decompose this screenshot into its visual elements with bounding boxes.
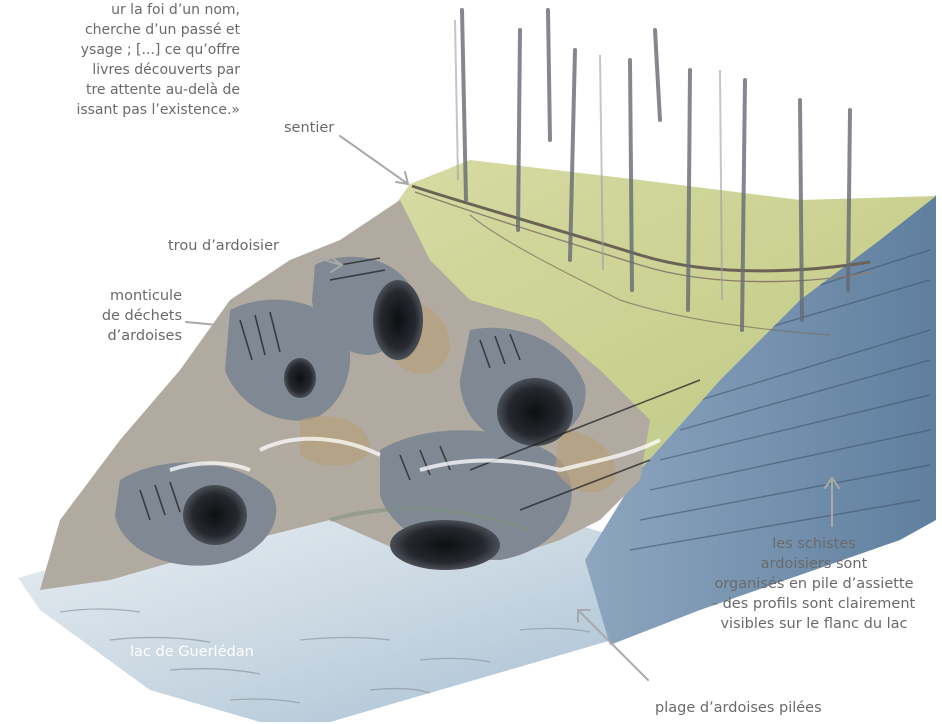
label-schistes-line: organisés en pile d’assiette xyxy=(690,574,938,594)
label-monticule-line: de déchets xyxy=(58,306,182,326)
label-monticule-line: monticule xyxy=(58,286,182,306)
quote-line: issant pas l’existence.» xyxy=(0,100,240,120)
quote-line: ysage ; [...] ce qu’offre xyxy=(0,40,240,60)
label-lac-guerledan: lac de Guerlédan xyxy=(130,642,254,662)
quote-line: ur la foi d’un nom, xyxy=(0,0,240,20)
label-schistes-line: ardoisiers sont xyxy=(690,554,938,574)
quote-line: livres découverts par xyxy=(0,60,240,80)
label-schistes-line: les schistes xyxy=(690,534,938,554)
label-plage: plage d’ardoises pilées xyxy=(655,698,822,718)
label-monticule: monticule de déchets d’ardoises xyxy=(58,286,182,346)
label-trou-ardoisier: trou d’ardoisier xyxy=(168,236,279,256)
label-monticule-line: d’ardoises xyxy=(58,326,182,346)
label-schistes-line: - des profils sont clairement xyxy=(690,594,938,614)
label-sentier: sentier xyxy=(284,118,334,138)
quote-excerpt: ur la foi d’un nom, cherche d’un passé e… xyxy=(0,0,240,120)
quote-line: cherche d’un passé et xyxy=(0,20,240,40)
label-schistes: les schistes ardoisiers sont organisés e… xyxy=(690,534,938,634)
quote-line: tre attente au-delà de xyxy=(0,80,240,100)
label-schistes-line: visibles sur le flanc du lac xyxy=(690,614,938,634)
